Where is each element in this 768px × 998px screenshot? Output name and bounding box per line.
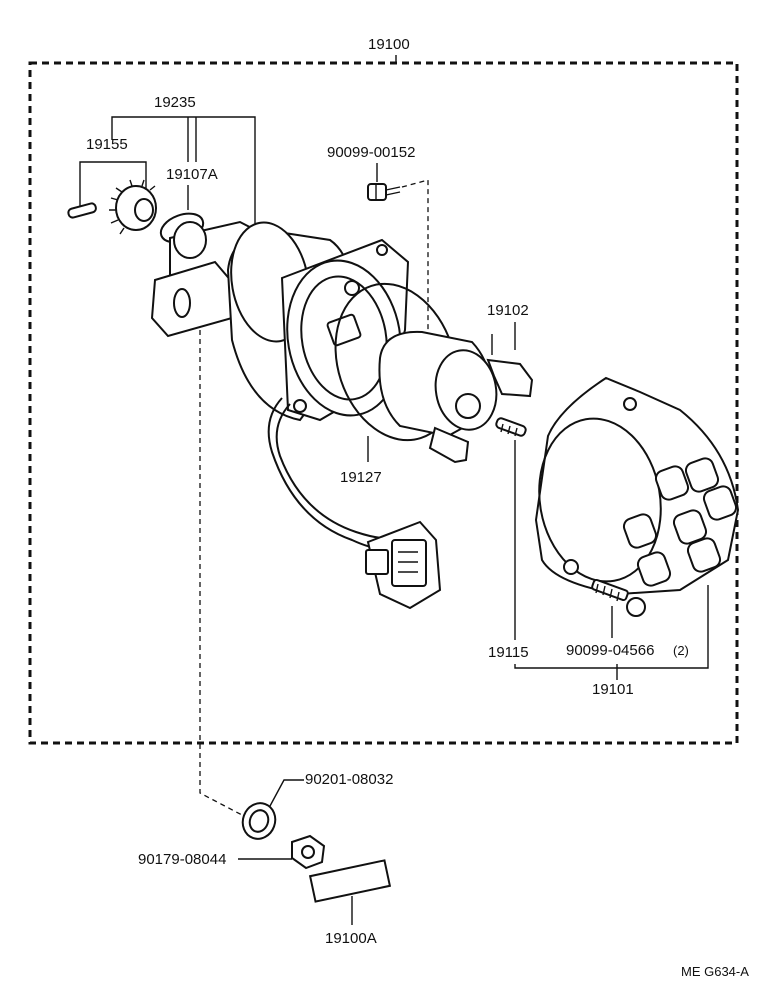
- label-19101: 19101: [592, 681, 634, 698]
- label-19155: 19155: [86, 136, 128, 153]
- nut-icon: [291, 834, 326, 870]
- label-90201-08032: 90201-08032: [305, 771, 393, 788]
- pin-icon: [67, 202, 97, 219]
- footer-code: ME G634-A: [681, 964, 749, 979]
- leader-19101: [514, 585, 709, 669]
- cap-screw-icon: [591, 578, 646, 617]
- washer-icon: [241, 802, 277, 840]
- label-19100a: 19100A: [325, 930, 377, 947]
- leader-90201-08032: [269, 779, 304, 807]
- terminal-stud-icon: [495, 417, 527, 437]
- label-19127: 19127: [340, 469, 382, 486]
- leader-19155: [79, 161, 147, 210]
- label-90179-08044: 90179-08044: [138, 851, 226, 868]
- connector-icon: [365, 520, 442, 610]
- label-19102: 19102: [487, 302, 529, 319]
- screw-top-icon: [367, 183, 401, 201]
- label-19100: 19100: [368, 36, 410, 53]
- label-cap-screw-qty: (2): [673, 643, 689, 658]
- gear-icon: [109, 179, 157, 235]
- rotor-icon: [378, 330, 534, 464]
- label-90099-04566: 90099-04566: [566, 642, 654, 659]
- label-plate-icon: [308, 859, 392, 903]
- label-19115: 19115: [488, 644, 529, 661]
- label-90099-00152: 90099-00152: [327, 144, 415, 161]
- label-19107a: 19107A: [166, 166, 218, 183]
- distributor-cap-icon: [534, 376, 740, 596]
- leader-19235: [111, 116, 256, 232]
- dash-housing-guide: [199, 330, 243, 816]
- label-19235: 19235: [154, 94, 196, 111]
- assembly-boundary: [28, 61, 739, 745]
